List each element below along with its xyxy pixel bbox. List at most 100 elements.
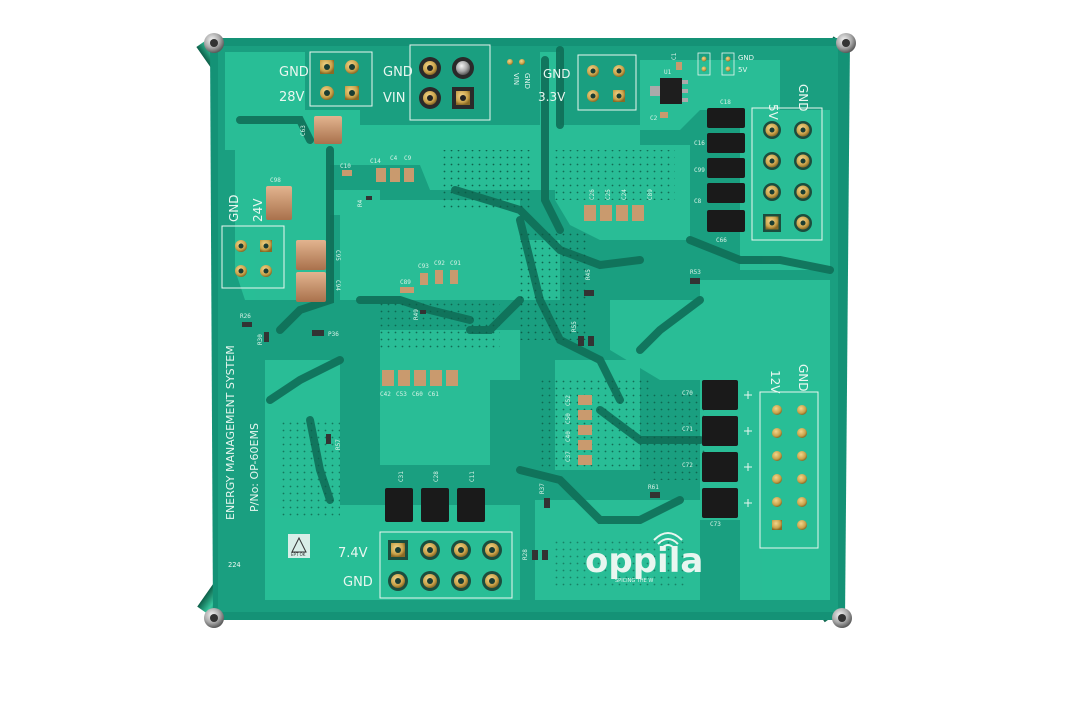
connector-12v: 12V GND: [759, 364, 819, 549]
svg-text:U1: U1: [664, 69, 672, 76]
svg-text:C93: C93: [418, 263, 429, 270]
svg-text:C40: C40: [565, 431, 572, 442]
svg-text:C42: C42: [380, 391, 391, 398]
connector-28v: GND 28V: [279, 51, 373, 107]
svg-text:C26: C26: [589, 189, 596, 200]
svg-text:C31: C31: [398, 471, 405, 482]
svg-text:C52: C52: [565, 395, 572, 406]
svg-text:C91: C91: [450, 260, 461, 267]
oppila-logo: oppila SPICING THE W: [585, 532, 703, 584]
svg-text:C25: C25: [605, 189, 612, 200]
power-inductors-7v4: C31 C28 C11: [385, 471, 485, 522]
label-5v: 5V: [766, 104, 780, 121]
svg-text:C73: C73: [710, 521, 721, 528]
svg-text:C89: C89: [647, 189, 654, 200]
svg-text:C66: C66: [716, 237, 727, 244]
smd-resistors-mid: R45 R53 R55: [571, 269, 701, 346]
svg-text:C71: C71: [682, 426, 693, 433]
svg-text:P36: P36: [328, 331, 339, 338]
pcb-board: [210, 38, 850, 620]
label-5v-small-gnd: GND: [738, 54, 754, 62]
svg-text:R57: R57: [335, 439, 342, 450]
svg-text:R30: R30: [257, 334, 264, 345]
board-silkscreen: ENERGY MANAGEMENT SYSTEM P/No: OP-60EMS …: [224, 345, 261, 569]
smd-caps-group-c: C42 C53 C60 C61: [380, 370, 458, 398]
svg-text:C53: C53: [396, 391, 407, 398]
svg-text:C16: C16: [694, 140, 705, 147]
svg-text:R37: R37: [539, 483, 546, 494]
label-gnd-small: GND: [523, 73, 531, 89]
ept-badge: EPT OK: [288, 534, 310, 558]
svg-text:R4: R4: [357, 199, 364, 207]
svg-text:R55: R55: [571, 321, 578, 332]
svg-text:C70: C70: [682, 390, 693, 397]
svg-text:C37: C37: [565, 451, 572, 462]
svg-text:C4: C4: [390, 155, 398, 162]
svg-text:R53: R53: [690, 269, 701, 276]
board-title: ENERGY MANAGEMENT SYSTEM: [224, 345, 237, 520]
connector-5v: 5V GND: [751, 84, 823, 241]
label-3v3: 3.3V: [538, 90, 566, 104]
ept-badge-text: EPT OK: [291, 552, 306, 557]
svg-text:C10: C10: [340, 163, 351, 170]
label-28v: 28V: [279, 90, 305, 105]
connector-vin: GND VIN: [383, 44, 491, 121]
connector-3v3: GND 3.3V: [538, 54, 637, 111]
smd-caps-group-a: C10 C14 C4 C9 R4: [340, 155, 414, 207]
smd-resistors-left: R26 R30 P36 R57: [240, 313, 342, 450]
svg-text:R61: R61: [648, 484, 659, 491]
svg-text:C60: C60: [412, 391, 423, 398]
svg-text:C94: C94: [334, 280, 341, 291]
svg-text:C14: C14: [370, 158, 381, 165]
svg-text:C99: C99: [694, 167, 705, 174]
smd-caps-group-b: C93 C92 C91 C89 R49: [400, 260, 461, 320]
connector-vin-small: VIN GND: [507, 59, 531, 89]
label-28v-gnd: GND: [279, 65, 309, 80]
label-7v4-gnd: GND: [343, 575, 373, 590]
label-5v-gnd: GND: [796, 84, 810, 112]
connector-7v4: 7.4V GND: [338, 531, 513, 599]
svg-text:C24: C24: [621, 189, 628, 200]
label-7v4: 7.4V: [338, 546, 368, 561]
smd-resistors-bottom: R37 R28 R61: [522, 483, 660, 560]
svg-text:R26: R26: [240, 313, 251, 320]
regulator-u1: U1 C1 C2: [650, 52, 688, 122]
label-12v-gnd: GND: [796, 364, 810, 392]
svg-text:C28: C28: [433, 471, 440, 482]
label-vin: VIN: [383, 91, 405, 106]
mounting-holes: [204, 33, 856, 628]
logo-text: oppila: [585, 541, 703, 581]
svg-text:C63: C63: [300, 125, 307, 136]
power-inductors-5v: C18 C16 C99 C8 C66: [694, 99, 745, 244]
smd-caps-group-e: C52 C50 C40 C37: [565, 395, 592, 465]
svg-text:C18: C18: [720, 99, 731, 106]
label-24v-gnd: GND: [227, 194, 241, 222]
svg-text:C61: C61: [428, 391, 439, 398]
svg-text:C1: C1: [671, 52, 678, 60]
svg-text:C50: C50: [565, 413, 572, 424]
svg-text:C89: C89: [400, 279, 411, 286]
power-inductors-12v: C70 C71 C72 C73: [682, 380, 752, 528]
connector-5v-small: GND 5V: [697, 52, 754, 76]
label-12v: 12V: [768, 370, 782, 394]
svg-text:C98: C98: [270, 177, 281, 184]
board-part-number: P/No: OP-60EMS: [248, 423, 261, 512]
svg-text:R45: R45: [585, 269, 592, 280]
label-vin-gnd: GND: [383, 65, 413, 80]
svg-text:C2: C2: [650, 115, 658, 122]
board-corner-code: 224: [228, 561, 241, 569]
connector-24v: GND 24V: [221, 194, 285, 289]
svg-text:C72: C72: [682, 462, 693, 469]
svg-text:C92: C92: [434, 260, 445, 267]
label-3v3-gnd: GND: [543, 67, 571, 81]
svg-text:C11: C11: [469, 471, 476, 482]
svg-text:C95: C95: [334, 250, 341, 261]
svg-text:R28: R28: [522, 549, 529, 560]
logo-tagline: SPICING THE W: [615, 578, 653, 584]
svg-text:C8: C8: [694, 198, 702, 205]
label-vin-small: VIN: [512, 73, 520, 85]
label-5v-small: 5V: [738, 66, 747, 74]
label-24v: 24V: [251, 198, 265, 222]
svg-text:R49: R49: [413, 309, 420, 320]
